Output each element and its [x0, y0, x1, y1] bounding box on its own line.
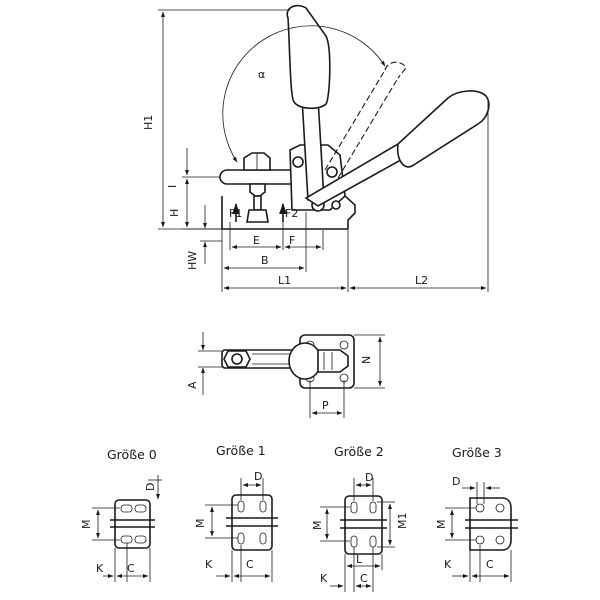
size-3-plate [469, 497, 512, 551]
size-0-plate [114, 499, 151, 549]
size-2-detail: Größe 2 D M M1 L K C [311, 444, 409, 592]
size-3-title: Größe 3 [452, 445, 502, 460]
size-0-k-label: K [96, 562, 104, 575]
size-1-d-label: D [254, 470, 262, 483]
a-label: A [186, 381, 199, 389]
size-1-plate [231, 494, 273, 551]
size-2-m1-label: M1 [396, 513, 409, 530]
top-view: A N P [186, 332, 385, 418]
alpha-label: α [258, 68, 265, 81]
top-handle-grip [317, 349, 349, 373]
f-label: F [289, 234, 295, 247]
size-2-l-label: L [356, 553, 363, 566]
b-label: B [261, 254, 269, 267]
size-2-c-label: C [360, 572, 368, 585]
n-label: N [360, 356, 373, 364]
f1-label: F1 [229, 207, 242, 220]
handle-grip-vertical [286, 4, 331, 110]
size-2-d-label: D [365, 471, 373, 484]
i-label: I [166, 185, 179, 188]
h-label: H [168, 209, 181, 217]
e-label: E [253, 234, 260, 247]
spindle-foot [246, 209, 269, 223]
size-3-c-label: C [486, 558, 494, 571]
size-3-m-label: M [435, 520, 448, 530]
size-2-k-label: K [320, 572, 328, 585]
size-1-detail: Größe 1 D M K C [194, 443, 278, 582]
h1-label: H1 [142, 115, 155, 130]
spindle-nut-bottom [249, 183, 266, 197]
size-2-title: Größe 2 [334, 444, 384, 459]
size-2-m-label: M [311, 521, 324, 531]
top-handle-pivot [288, 342, 322, 380]
size-0-detail: Größe 0 D M K C [80, 447, 162, 582]
size-3-k-label: K [444, 558, 452, 571]
size-2-plate [344, 495, 383, 555]
size-3-detail: Größe 3 D M K C [435, 445, 518, 582]
size-1-m-label: M [194, 519, 207, 529]
size-0-c-label: C [127, 562, 135, 575]
alpha-arc [222, 25, 386, 163]
pivot-pin-top [292, 156, 304, 168]
size-1-title: Größe 1 [216, 443, 266, 458]
side-view: α F1 F2 H1 I H HW E [142, 4, 490, 292]
handle-grip-open [396, 90, 490, 168]
p-label: P [322, 399, 329, 412]
size-0-d-label: D [144, 483, 157, 491]
f2-label: F2 [285, 207, 298, 220]
size-0-m-label: M [80, 520, 93, 530]
size-1-c-label: C [246, 558, 254, 571]
l2-label: L2 [415, 274, 428, 287]
size-3-d-label: D [452, 475, 460, 488]
size-1-k-label: K [205, 558, 213, 571]
l1-label: L1 [278, 274, 291, 287]
hw-label: HW [186, 251, 199, 270]
size-0-title: Größe 0 [107, 447, 157, 462]
